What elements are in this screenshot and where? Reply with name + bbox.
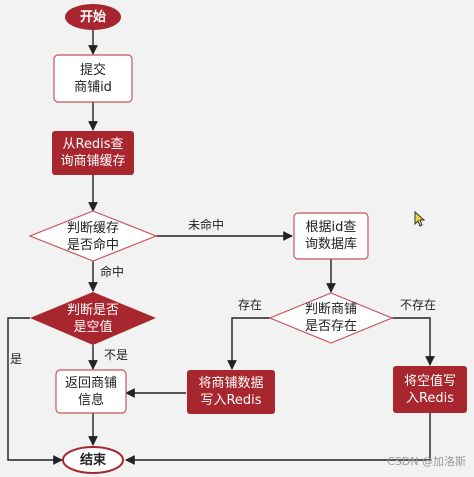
no-edge-label: 不是 — [104, 348, 129, 362]
end-terminal — [62, 446, 124, 474]
yes-edge-label: 是 — [10, 352, 23, 366]
miss-edge-label: 未命中 — [188, 218, 225, 232]
is-empty-decision — [30, 292, 156, 345]
edge-is-empty-yes — [7, 317, 63, 465]
write-shop-process — [187, 370, 275, 414]
mouse-cursor-icon — [414, 211, 426, 227]
hit-edge-label: 命中 — [100, 265, 125, 279]
exist-edge-label: 存在 — [238, 298, 263, 312]
connectors — [7, 30, 435, 465]
submit-process — [53, 54, 133, 103]
edge-not-exist — [392, 317, 435, 366]
cache-hit-decision — [28, 210, 158, 262]
write-null-process — [393, 366, 467, 413]
return-info-process — [55, 369, 127, 414]
edge-write-null-end — [125, 413, 431, 465]
watermark: CSDN @加洛斯 — [387, 455, 466, 468]
edge-exist — [227, 317, 270, 370]
not-exist-edge-label: 不存在 — [400, 298, 437, 312]
query-db-process — [293, 212, 369, 260]
exists-decision — [268, 292, 394, 344]
query-cache-process — [52, 131, 134, 175]
start-terminal — [65, 4, 121, 30]
